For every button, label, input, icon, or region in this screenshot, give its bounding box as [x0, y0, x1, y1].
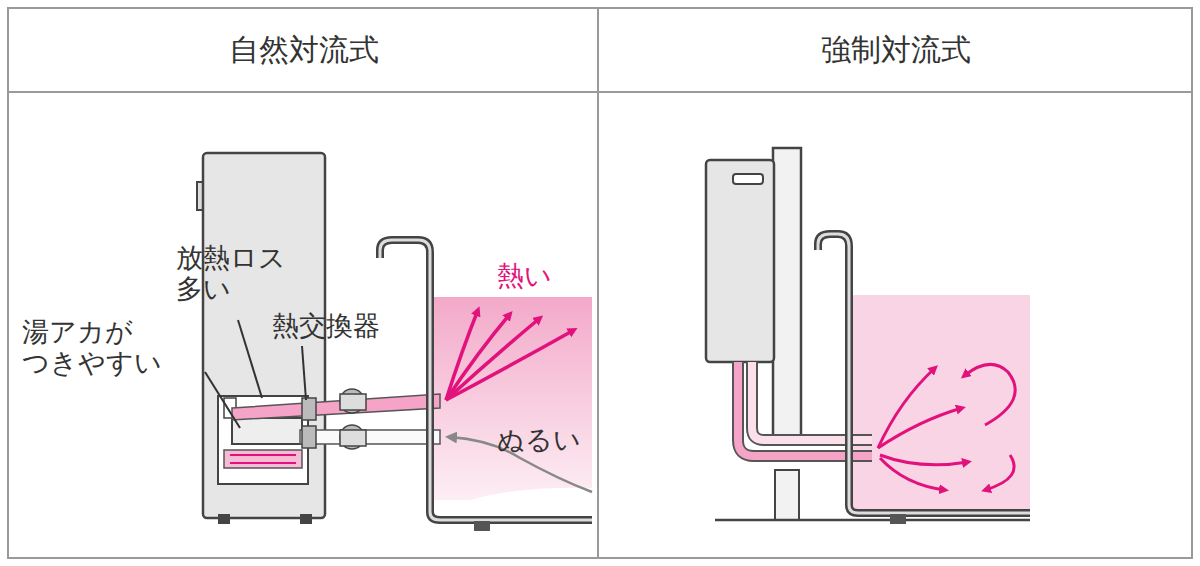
header-text: 自然対流式 [229, 30, 379, 71]
table-header-cell: 強制対流式 [600, 10, 1191, 91]
callout-label: 放熱ロス 多い [176, 242, 296, 304]
natural-convection-illustration [197, 153, 592, 531]
header-text: 強制対流式 [821, 30, 971, 71]
forced-convection-illustration [706, 148, 1030, 524]
callout-label: 熱交換器 [272, 310, 402, 341]
callout-label: 湯アカが つきやすい [22, 316, 182, 378]
table-header-cell: 自然対流式 [10, 10, 597, 91]
table-frame [8, 8, 1192, 558]
callout-label: ぬるい [497, 424, 597, 455]
callout-label: 熱い [497, 260, 577, 291]
